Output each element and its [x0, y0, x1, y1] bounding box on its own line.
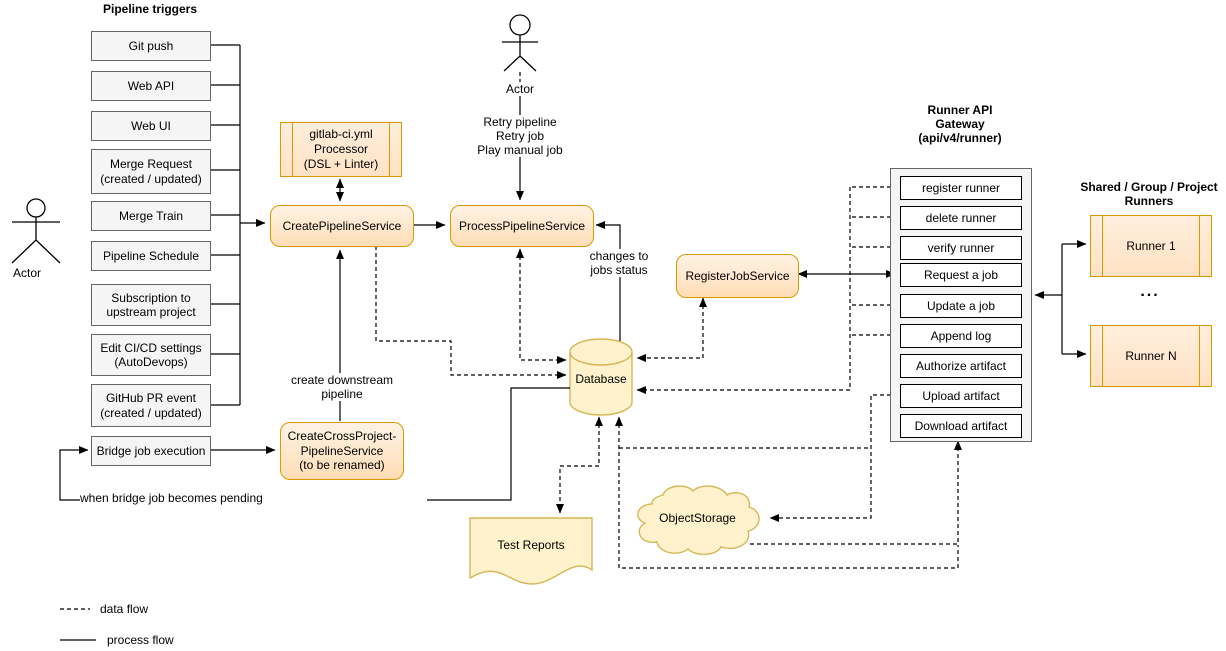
actor-icon — [502, 14, 538, 72]
bridge-job-execution-box: Bridge job execution — [91, 436, 211, 466]
runner-1-node: Runner 1 — [1090, 215, 1212, 277]
trigger-edit-cicd: Edit CI/CD settings (AutoDevops) — [91, 334, 211, 376]
runners-ellipsis: ... — [1140, 283, 1160, 300]
trigger-github-pr: GitHub PR event (created / updated) — [91, 384, 211, 427]
object-storage-label: ObjectStorage — [659, 511, 736, 525]
object-storage-cloud-shape — [637, 485, 760, 556]
actor-icon — [11, 198, 61, 264]
gateway-authorize-artifact: Authorize artifact — [900, 354, 1022, 378]
trigger-subscription: Subscription to upstream project — [91, 284, 211, 326]
runner-api-gateway-title: Runner API Gateway (api/v4/runner) — [918, 103, 1002, 146]
actor-label: Actor — [505, 82, 534, 96]
trigger-merge-train: Merge Train — [91, 201, 211, 231]
process-flow-lines — [59, 44, 1087, 641]
test-reports-document-shape — [469, 517, 593, 585]
changes-to-jobs-status-label: changes to jobs status — [583, 249, 655, 278]
register-job-service-node: RegisterJobService — [676, 254, 799, 298]
trigger-web-api: Web API — [91, 71, 211, 101]
trigger-web-ui: Web UI — [91, 111, 211, 141]
when-bridge-job-pending-label: when bridge job becomes pending — [80, 491, 427, 506]
gitlab-ci-yml-processor-node: gitlab-ci.yml Processor (DSL + Linter) — [280, 122, 402, 177]
data-flow-lines — [60, 72, 962, 610]
gateway-update-a-job: Update a job — [900, 294, 1022, 318]
pipeline-triggers-title: Pipeline triggers — [102, 2, 198, 16]
create-downstream-pipeline-label: create downstream pipeline — [272, 373, 412, 402]
trigger-git-push: Git push — [91, 31, 211, 61]
actor-label: Actor — [12, 266, 41, 280]
process-pipeline-service-node: ProcessPipelineService — [450, 205, 594, 247]
gateway-verify-runner: verify runner — [900, 236, 1022, 260]
gateway-request-a-job: Request a job — [900, 263, 1022, 287]
legend-data-flow-label: data flow — [100, 602, 149, 616]
database-label: Database — [575, 372, 627, 386]
gateway-download-artifact: Download artifact — [900, 414, 1022, 438]
shared-runners-title: Shared / Group / Project Runners — [1080, 180, 1218, 209]
create-pipeline-service-node: CreatePipelineService — [270, 205, 414, 247]
runner-n-node: Runner N — [1090, 325, 1212, 387]
retry-actions-label: Retry pipeline Retry job Play manual job — [452, 115, 588, 158]
trigger-merge-request: Merge Request (created / updated) — [91, 149, 211, 194]
database-cylinder-shape — [569, 338, 633, 416]
cross-project-pipeline-service-node: CreateCrossProject- PipelineService (to … — [280, 422, 404, 480]
test-reports-label: Test Reports — [497, 538, 565, 552]
gateway-upload-artifact: Upload artifact — [900, 384, 1022, 408]
legend-process-flow-label: process flow — [107, 633, 174, 647]
gateway-delete-runner: delete runner — [900, 206, 1022, 230]
gateway-register-runner: register runner — [900, 176, 1022, 200]
trigger-pipeline-schedule: Pipeline Schedule — [91, 241, 211, 271]
gateway-append-log: Append log — [900, 324, 1022, 348]
